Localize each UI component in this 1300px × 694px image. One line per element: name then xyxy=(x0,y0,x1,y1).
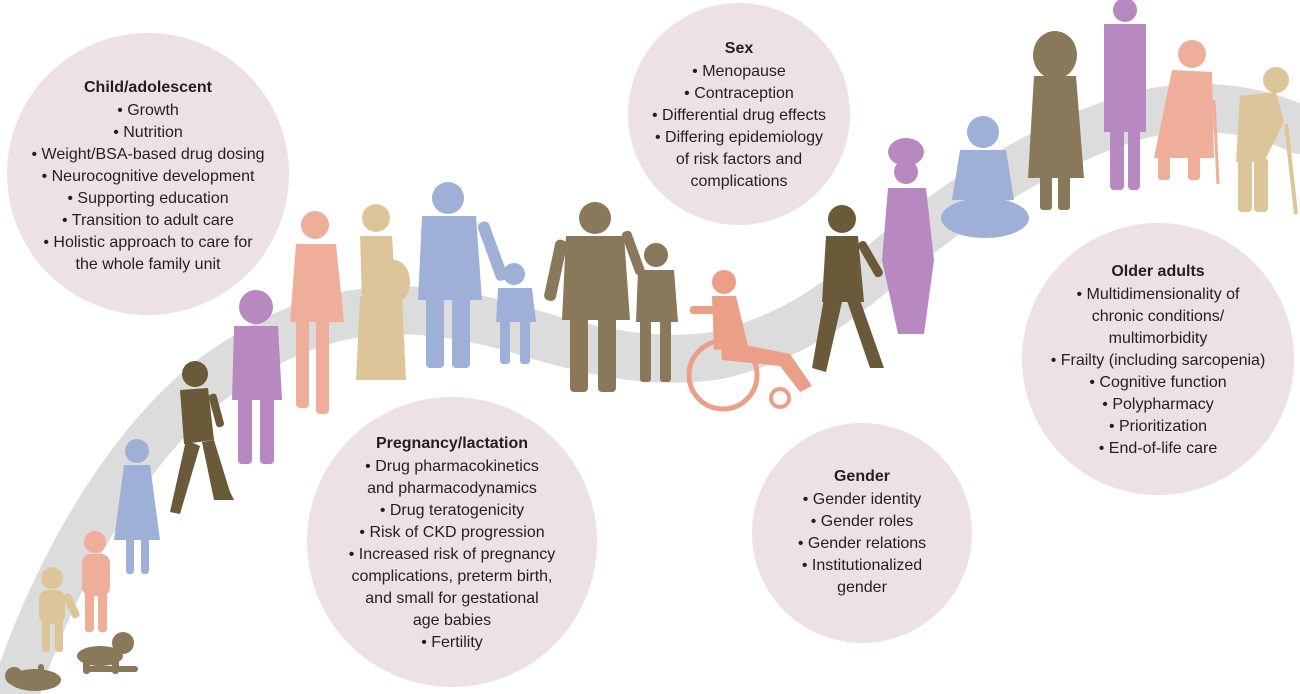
elderly-man-cane-figure xyxy=(1236,67,1298,215)
pregnant-woman-figure xyxy=(356,204,410,380)
pregnancy-lactation-title: Pregnancy/lactation xyxy=(375,435,529,452)
list-item: • Prioritization xyxy=(1108,418,1208,435)
child-adolescent-list: • Growth • Nutrition • Weight/BSA-based … xyxy=(32,100,265,276)
sex-title: Sex xyxy=(724,40,754,57)
gender-bubble: Gender • Gender identity • Gender roles … xyxy=(752,423,972,643)
boy-figure xyxy=(621,230,678,382)
list-item: • Gender roles xyxy=(810,513,914,530)
list-item: • Risk of CKD progression xyxy=(359,524,545,541)
man-with-child-figure xyxy=(544,202,630,392)
list-item: • Institutionalized gender xyxy=(801,557,923,596)
tall-person-figure xyxy=(1104,0,1146,190)
list-item: • Drug teratogenicity xyxy=(379,502,525,519)
list-item: • Differing epidemiology of risk factors… xyxy=(654,129,824,190)
child-holding-hand-figure xyxy=(496,263,536,364)
list-item: • Neurocognitive development xyxy=(41,168,255,185)
woman-headwrap-figure xyxy=(882,138,934,334)
list-item: • Holistic approach to care for the whol… xyxy=(43,234,253,273)
list-item: • Supporting education xyxy=(67,190,229,207)
child-girl-figure xyxy=(114,439,160,574)
wheelchair-user-figure xyxy=(686,270,812,412)
gender-list: • Gender identity • Gender roles • Gende… xyxy=(798,489,926,599)
gender-title: Gender xyxy=(833,468,890,485)
young-woman-figure xyxy=(290,211,344,414)
list-item: • Menopause xyxy=(692,63,786,80)
woman-standing-figure xyxy=(1028,31,1084,210)
older-adults-bubble: Older adults • Multidimensionality of ch… xyxy=(1022,223,1294,495)
pregnancy-lactation-list: • Drug pharmacokinetics and pharmacodyna… xyxy=(349,456,556,654)
pregnancy-lactation-bubble: Pregnancy/lactation • Drug pharmacokinet… xyxy=(307,397,597,687)
child-adolescent-title: Child/adolescent xyxy=(83,79,213,96)
list-item: • Polypharmacy xyxy=(1102,396,1214,413)
elderly-woman-cane-figure xyxy=(1154,40,1220,185)
running-child-figure xyxy=(170,361,234,514)
list-item: • Gender relations xyxy=(797,535,927,552)
list-item: • Growth xyxy=(117,102,179,119)
child-adolescent-bubble: Child/adolescent • Growth • Nutrition • … xyxy=(7,33,289,315)
list-item: • Frailty (including sarcopenia) xyxy=(1050,352,1266,369)
list-item: • Differential drug effects xyxy=(652,107,826,124)
list-item: • Drug pharmacokinetics and pharmacodyna… xyxy=(365,458,539,497)
seated-person-figure xyxy=(941,116,1029,238)
list-item: • Gender identity xyxy=(802,491,922,508)
list-item: • End-of-life care xyxy=(1098,440,1218,457)
sex-bubble: Sex • Menopause • Contraception • Differ… xyxy=(628,3,850,225)
adolescent-figure xyxy=(232,290,282,464)
infant-lying-figure xyxy=(5,664,61,691)
list-item: • Contraception xyxy=(684,85,794,102)
older-adults-title: Older adults xyxy=(1111,263,1205,280)
list-item: • Weight/BSA-based drug dosing xyxy=(31,146,265,163)
walking-man-figure xyxy=(812,205,884,372)
crawling-baby-figure xyxy=(77,632,138,674)
adult-man-figure xyxy=(418,182,508,368)
list-item: • Cognitive function xyxy=(1089,374,1227,391)
list-item: • Increased risk of pregnancy complicati… xyxy=(348,546,556,629)
small-child-figure xyxy=(82,531,110,632)
list-item: • Transition to adult care xyxy=(62,212,234,229)
toddler-figure xyxy=(39,567,80,652)
sex-list: • Menopause • Contraception • Differenti… xyxy=(652,61,826,193)
older-adults-list: • Multidimensionality of chronic conditi… xyxy=(1051,284,1266,460)
list-item: • Fertility xyxy=(421,634,483,651)
list-item: • Nutrition xyxy=(113,124,183,141)
list-item: • Multidimensionality of chronic conditi… xyxy=(1076,286,1240,347)
